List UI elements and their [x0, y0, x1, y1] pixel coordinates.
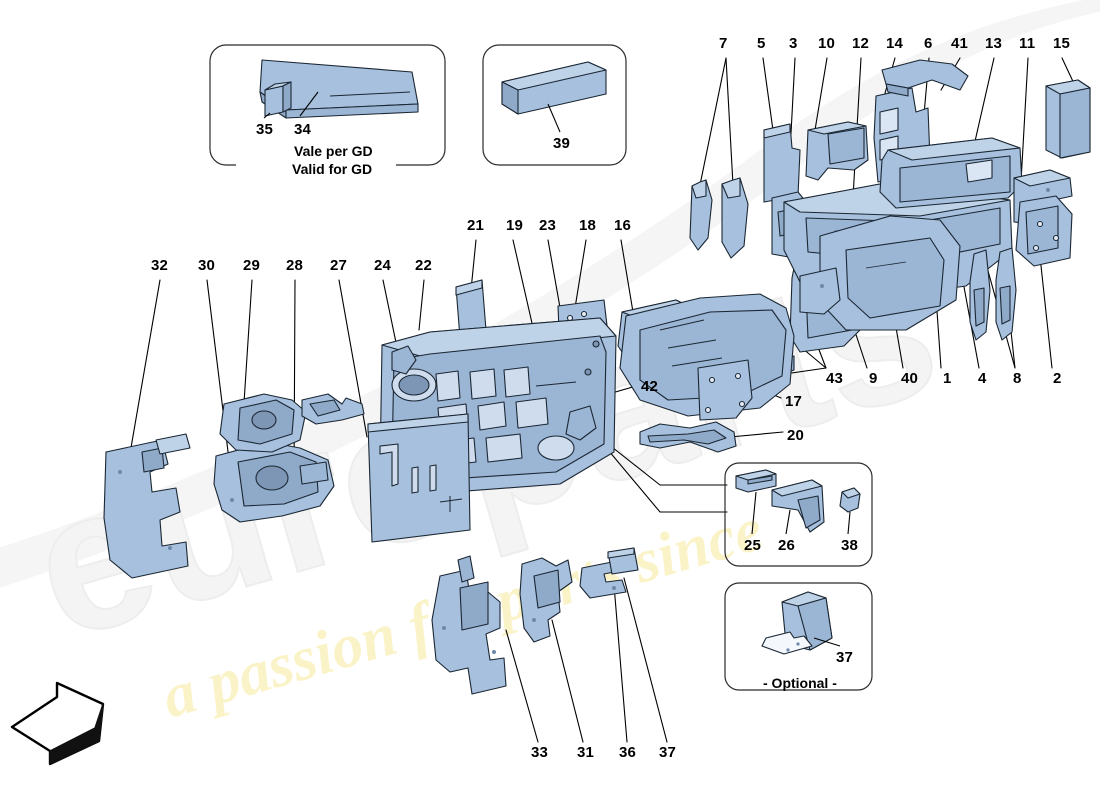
part-27-panel [367, 413, 471, 543]
callout-14: 14 [886, 35, 904, 52]
callout-36: 36 [619, 744, 637, 761]
callout-22: 22 [415, 257, 433, 274]
part-2 [1015, 195, 1073, 267]
part-35 [264, 81, 292, 117]
part-4-strip [969, 249, 991, 341]
callout-39: 39 [553, 135, 571, 152]
part-39-box-frame [482, 44, 627, 166]
callout-41: 41 [951, 35, 969, 52]
callout-17: 17 [785, 393, 803, 410]
part-41 [881, 59, 969, 97]
callout-29: 29 [243, 257, 261, 274]
part-25 [735, 469, 777, 493]
callout-26: 26 [778, 537, 796, 554]
callout-20: 20 [787, 427, 805, 444]
callout-25: 25 [744, 537, 762, 554]
part-tunnel-cover [819, 215, 961, 331]
part-23-bracket [565, 405, 597, 441]
callout-27: 27 [330, 257, 348, 274]
part-15 [1045, 79, 1091, 159]
part-39 [501, 61, 607, 115]
callout-23: 23 [539, 217, 557, 234]
callout-19: 19 [506, 217, 524, 234]
callout-5: 5 [757, 35, 766, 52]
callout-8: 8 [1013, 370, 1022, 387]
callout-32: 32 [151, 257, 169, 274]
callout-2: 2 [1053, 370, 1062, 387]
callout-28: 28 [286, 257, 304, 274]
callout-6: 6 [924, 35, 933, 52]
callout-37-optional: 37 [836, 649, 854, 666]
callout-16: 16 [614, 217, 632, 234]
callout-10: 10 [818, 35, 836, 52]
part-26 [771, 479, 825, 533]
part-37-optional [761, 591, 833, 655]
part-30 [213, 441, 335, 523]
callout-35: 35 [256, 121, 274, 138]
part-29 [219, 393, 307, 453]
callout-4: 4 [978, 370, 987, 387]
optional-caption: - Optional - [763, 675, 837, 691]
callout-3: 3 [789, 35, 798, 52]
part-9-bracket [799, 267, 841, 315]
part-7-right [721, 177, 749, 259]
callout-33: 33 [531, 744, 549, 761]
callout-31: 31 [577, 744, 595, 761]
part-20 [639, 421, 737, 453]
callout-12: 12 [852, 35, 870, 52]
callout-18: 18 [579, 217, 597, 234]
small-parts-box-frame [724, 462, 873, 567]
callout-30: 30 [198, 257, 216, 274]
part-37-bottom [607, 547, 639, 575]
callout-21: 21 [467, 217, 485, 234]
part-8-strip [995, 247, 1017, 341]
gd-caption-line-1: Vale per GD [294, 143, 373, 159]
part-38 [839, 487, 861, 513]
callout-40: 40 [901, 370, 919, 387]
part-7-left [689, 179, 713, 251]
callout-1: 1 [943, 370, 952, 387]
optional-box-frame [724, 582, 873, 691]
callout-42: 42 [641, 378, 659, 395]
callout-37: 37 [659, 744, 677, 761]
part-28 [301, 393, 365, 425]
part-33 [431, 555, 507, 695]
gd-caption-line-2: Valid for GD [292, 161, 373, 177]
part-31 [519, 557, 573, 643]
callout-15: 15 [1053, 35, 1071, 52]
callout-38: 38 [841, 537, 859, 554]
part-34 [259, 59, 419, 119]
part-32 [103, 433, 191, 579]
part-10 [805, 121, 869, 181]
callout-34: 34 [294, 121, 312, 138]
callout-9: 9 [869, 370, 878, 387]
part-5 [763, 123, 801, 203]
callout-24: 24 [374, 257, 392, 274]
callout-43: 43 [826, 370, 844, 387]
part-17 [697, 359, 753, 421]
callout-7: 7 [719, 35, 728, 52]
callout-13: 13 [985, 35, 1003, 52]
part-24-arch [391, 345, 417, 375]
callout-11: 11 [1019, 35, 1036, 52]
part-long-center [879, 137, 1023, 209]
